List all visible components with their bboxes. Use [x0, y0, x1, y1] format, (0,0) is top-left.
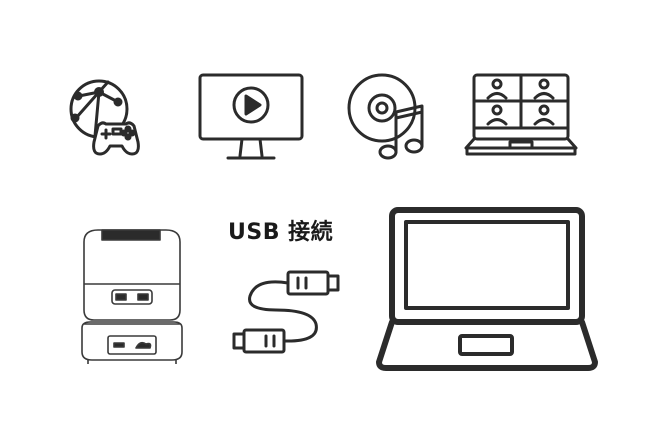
- cd-music-icon: [344, 72, 428, 162]
- usb-connection-label: USB 接続: [228, 220, 334, 245]
- speaker-device-icon: [80, 224, 184, 364]
- usb-cable-icon: [226, 266, 346, 366]
- online-gaming-icon: [66, 74, 166, 164]
- video-monitor-icon: [196, 72, 306, 164]
- laptop-icon: [376, 204, 598, 374]
- video-conference-laptop-icon: [464, 72, 578, 160]
